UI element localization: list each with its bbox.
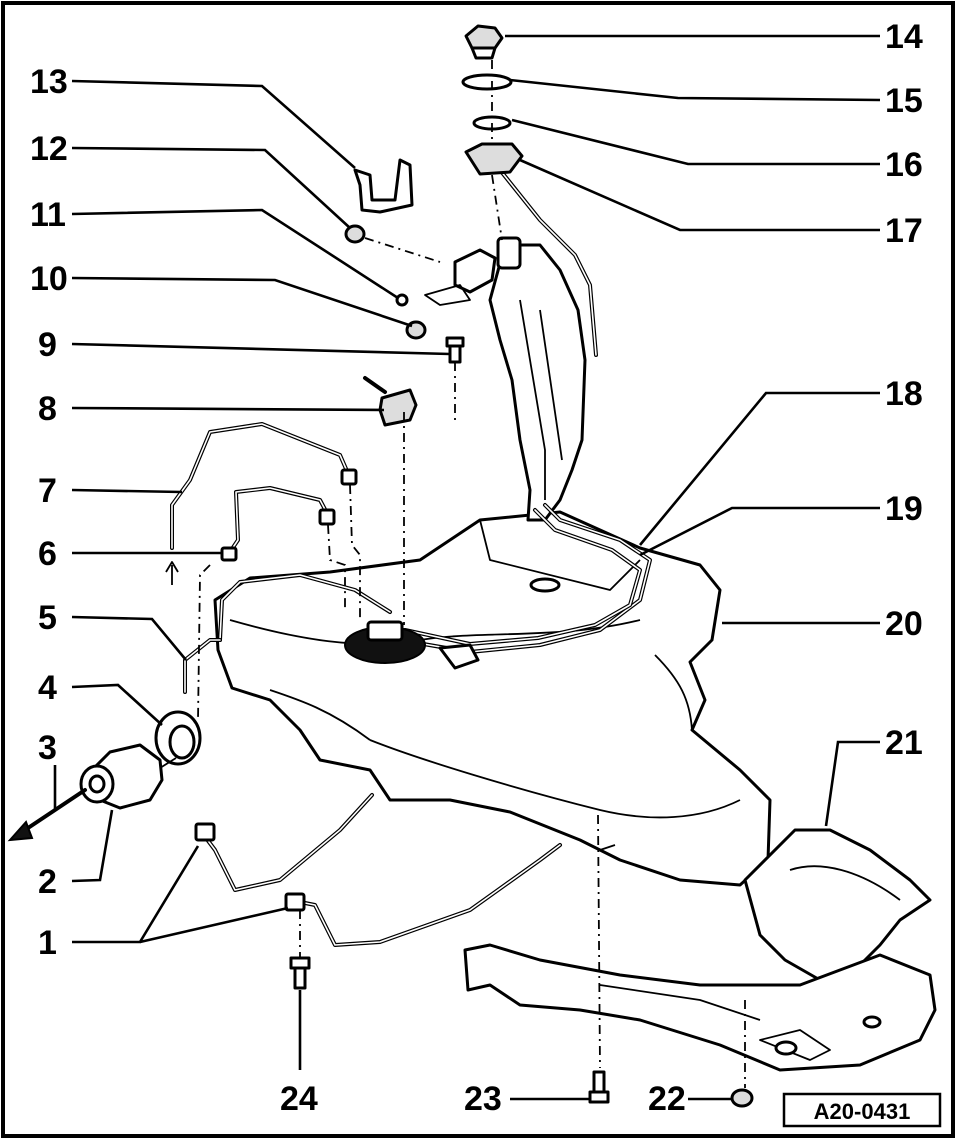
line-5 [183, 638, 222, 694]
callout-22: 22 [648, 1080, 686, 1118]
callout-6: 6 [38, 535, 57, 573]
callout-1: 1 [38, 924, 57, 962]
filler-neck [424, 236, 587, 522]
filter-clamp [154, 710, 202, 766]
callout-8: 8 [38, 390, 57, 428]
callout-5: 5 [38, 599, 57, 637]
heat-shield [463, 828, 937, 1072]
fuel-tank [213, 510, 772, 887]
callout-14: 14 [885, 18, 923, 56]
clip-11 [395, 293, 409, 307]
sender-flange [344, 620, 480, 670]
reference-code: A20-0431 [814, 1099, 911, 1124]
cap-8 [363, 376, 418, 427]
nut-22 [730, 1088, 754, 1108]
callout-12: 12 [30, 130, 68, 168]
callout-2: 2 [38, 863, 57, 901]
fuel-filter [79, 743, 177, 810]
line-6 [220, 486, 336, 562]
callout-7: 7 [38, 472, 57, 510]
nut-12 [344, 224, 366, 244]
fuel-lines [218, 503, 652, 654]
callout-10: 10 [30, 260, 68, 298]
seal-ring-15 [461, 73, 513, 91]
bolt-23 [588, 1070, 610, 1104]
callout-11: 11 [30, 196, 66, 234]
callout-16: 16 [885, 146, 923, 184]
vent-pipe [498, 168, 598, 357]
callout-9: 9 [38, 326, 57, 364]
outlet-arrow [7, 788, 87, 842]
callout-4: 4 [38, 669, 57, 707]
tank-straps [194, 793, 562, 947]
assembly-lines [197, 60, 746, 1088]
leader-lines [53, 34, 881, 1101]
callout-24: 24 [280, 1080, 318, 1118]
callout-13: 13 [30, 63, 68, 101]
bracket-13 [353, 158, 414, 214]
callout-20: 20 [885, 605, 923, 643]
callout-23: 23 [464, 1080, 502, 1118]
bolt-24 [289, 956, 311, 990]
line-7 [170, 422, 358, 550]
callout-19: 19 [885, 490, 923, 528]
flow-arrow [165, 561, 179, 585]
filler-housing-17 [464, 142, 524, 176]
callout-17: 17 [885, 212, 923, 250]
reference-code-box: A20-0431 [782, 1092, 942, 1128]
callout-21: 21 [885, 724, 923, 762]
callout-labels: 13 12 11 10 9 8 7 6 5 4 3 2 1 14 15 16 1… [30, 18, 923, 1118]
bolt-9 [445, 336, 465, 364]
filler-cap-14 [464, 24, 504, 60]
callout-18: 18 [885, 375, 923, 413]
callout-15: 15 [885, 82, 923, 120]
callout-3: 3 [38, 729, 57, 767]
